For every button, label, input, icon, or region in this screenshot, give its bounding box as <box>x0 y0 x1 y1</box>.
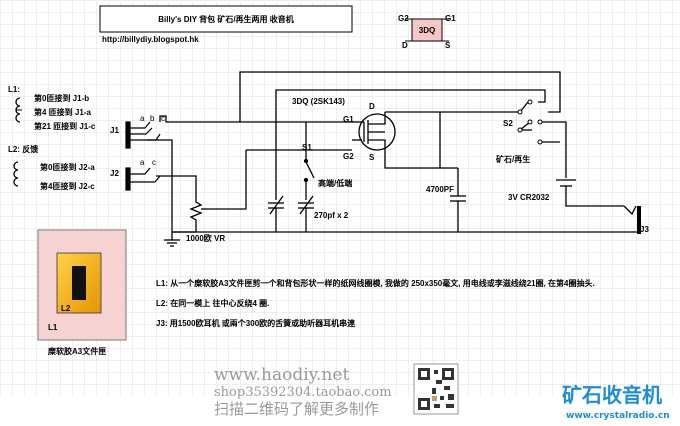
c4700-label: 4700PF <box>426 185 454 194</box>
j1-label: J1 <box>110 126 119 135</box>
box-l1: L1 <box>48 323 58 332</box>
fet-pinout-g1: G1 <box>445 14 456 23</box>
j3-label: J3 <box>640 225 649 234</box>
j1-c: c <box>161 114 165 123</box>
l1-tap-0: 第0匝接到 J1-b <box>34 93 89 103</box>
l2-tap-4: 第4匝接到 J2-c <box>40 181 95 191</box>
j1-b: b <box>150 114 155 123</box>
watermark-scan: 扫描二维码了解更多制作 <box>214 400 379 418</box>
l2-coil-block <box>72 266 86 300</box>
box-l2: L2 <box>61 304 71 313</box>
jack-j1 <box>125 121 161 149</box>
note-j3: J3: 用1500欧耳机 或兩个300欧的舌簧或助听器耳机串連 <box>156 318 356 328</box>
pin-g2: G2 <box>343 152 354 161</box>
j1-a: a <box>140 114 145 123</box>
vr-label: 1000欧 VR <box>186 233 225 243</box>
blog-url: http://billydiy.blogspot.hk <box>102 35 199 44</box>
l1-tap-4: 第4 匝接到 J1-a <box>34 107 91 117</box>
watermark-site: www.haodiy.net <box>214 365 349 385</box>
title: Billy's DIY 背包 矿石/再生两用 收音机 <box>158 14 294 24</box>
caps-label: 270pf x 2 <box>314 211 349 220</box>
circuit-wires <box>146 71 640 247</box>
l2-label: L2: 反馈 <box>8 144 38 154</box>
s2-label: S2 <box>503 119 513 128</box>
brand-url: www.crystalradio.cn <box>566 411 670 421</box>
jack-j3 <box>637 206 641 234</box>
l1-label: L1: <box>8 85 20 94</box>
note-l2: L2: 在同一模上 往中心反绕4 圈. <box>156 298 269 308</box>
j2-a: a <box>140 158 145 167</box>
box-caption: 糜软胶A3文件匣 <box>48 346 106 356</box>
brand-name: 矿石收音机 <box>562 383 662 407</box>
pin-g1: G1 <box>343 115 354 124</box>
pin-d: D <box>369 102 375 111</box>
fet-pinout-g2: G2 <box>398 14 409 23</box>
fet-pinout: 3DQ G2 G1 D S <box>398 14 456 50</box>
j2-label: J2 <box>110 169 119 178</box>
watermark-shop: shop35392304.taobao.com <box>214 385 392 400</box>
j2-c: c <box>152 158 156 167</box>
s2-desc: 矿石/再生 <box>496 154 530 164</box>
qr-code-image <box>413 363 459 415</box>
fet-pinout-name: 3DQ <box>419 26 435 35</box>
note-l1: L1: 从一个糜软胶A3文件匣剪一个和背包形状一样的纸网线圈模, 我做的 250… <box>156 278 595 288</box>
l1-tap-21: 第21 匝接到 J1-c <box>34 121 96 131</box>
l2-coil-icon <box>13 161 19 187</box>
jack-j2 <box>125 167 161 191</box>
s1-desc: 高端/低端 <box>318 178 352 188</box>
fet-pinout-d: D <box>402 41 408 50</box>
pin-s: S <box>369 153 375 162</box>
s1-label: S1 <box>302 143 312 152</box>
battery-label: 3V CR2032 <box>508 193 550 202</box>
fet-pinout-s: S <box>445 41 451 50</box>
l2-tap-0: 第0匝接到 J2-a <box>40 162 95 172</box>
title-box <box>99 5 353 33</box>
s2-contacts <box>517 99 543 145</box>
fet-label: 3DQ (2SK143) <box>292 97 345 106</box>
